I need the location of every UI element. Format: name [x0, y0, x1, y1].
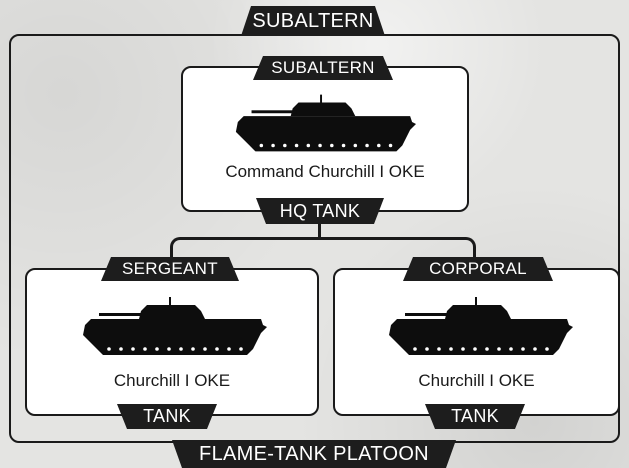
corporal-role-label: TANK: [451, 406, 499, 426]
platoon-name-label: FLAME-TANK PLATOON: [199, 443, 429, 465]
hq-tank-name: Command Churchill I OKE: [225, 162, 425, 181]
sergeant-rank-label: SERGEANT: [122, 259, 218, 278]
platoon-name-tag: FLAME-TANK PLATOON: [172, 440, 456, 468]
corporal-rank-label: CORPORAL: [429, 259, 527, 278]
sergeant-tank-name: Churchill I OKE: [113, 371, 231, 390]
hq-down-connector: [318, 218, 321, 240]
corporal-rank-tag: CORPORAL: [403, 257, 553, 281]
tank-silhouette-icon: [389, 297, 573, 355]
corporal-tank-name: Churchill I OKE: [418, 371, 535, 390]
corporal-role-tag: TANK: [425, 404, 525, 429]
tank-silhouette-icon: [83, 297, 267, 355]
hq-rank-tag: SUBALTERN: [253, 56, 393, 80]
hq-role-tag: HQ TANK: [256, 198, 384, 224]
platoon-commander-tag: SUBALTERN: [241, 6, 385, 36]
sergeant-role-tag: TANK: [117, 404, 217, 429]
hq-role-label: HQ TANK: [279, 201, 361, 221]
platoon-commander-label: SUBALTERN: [252, 10, 374, 32]
branch-connector: [170, 237, 476, 262]
hq-rank-label: SUBALTERN: [271, 58, 375, 77]
sergeant-rank-tag: SERGEANT: [101, 257, 239, 281]
tank-silhouette-icon: [235, 94, 416, 152]
sergeant-role-label: TANK: [143, 406, 191, 426]
